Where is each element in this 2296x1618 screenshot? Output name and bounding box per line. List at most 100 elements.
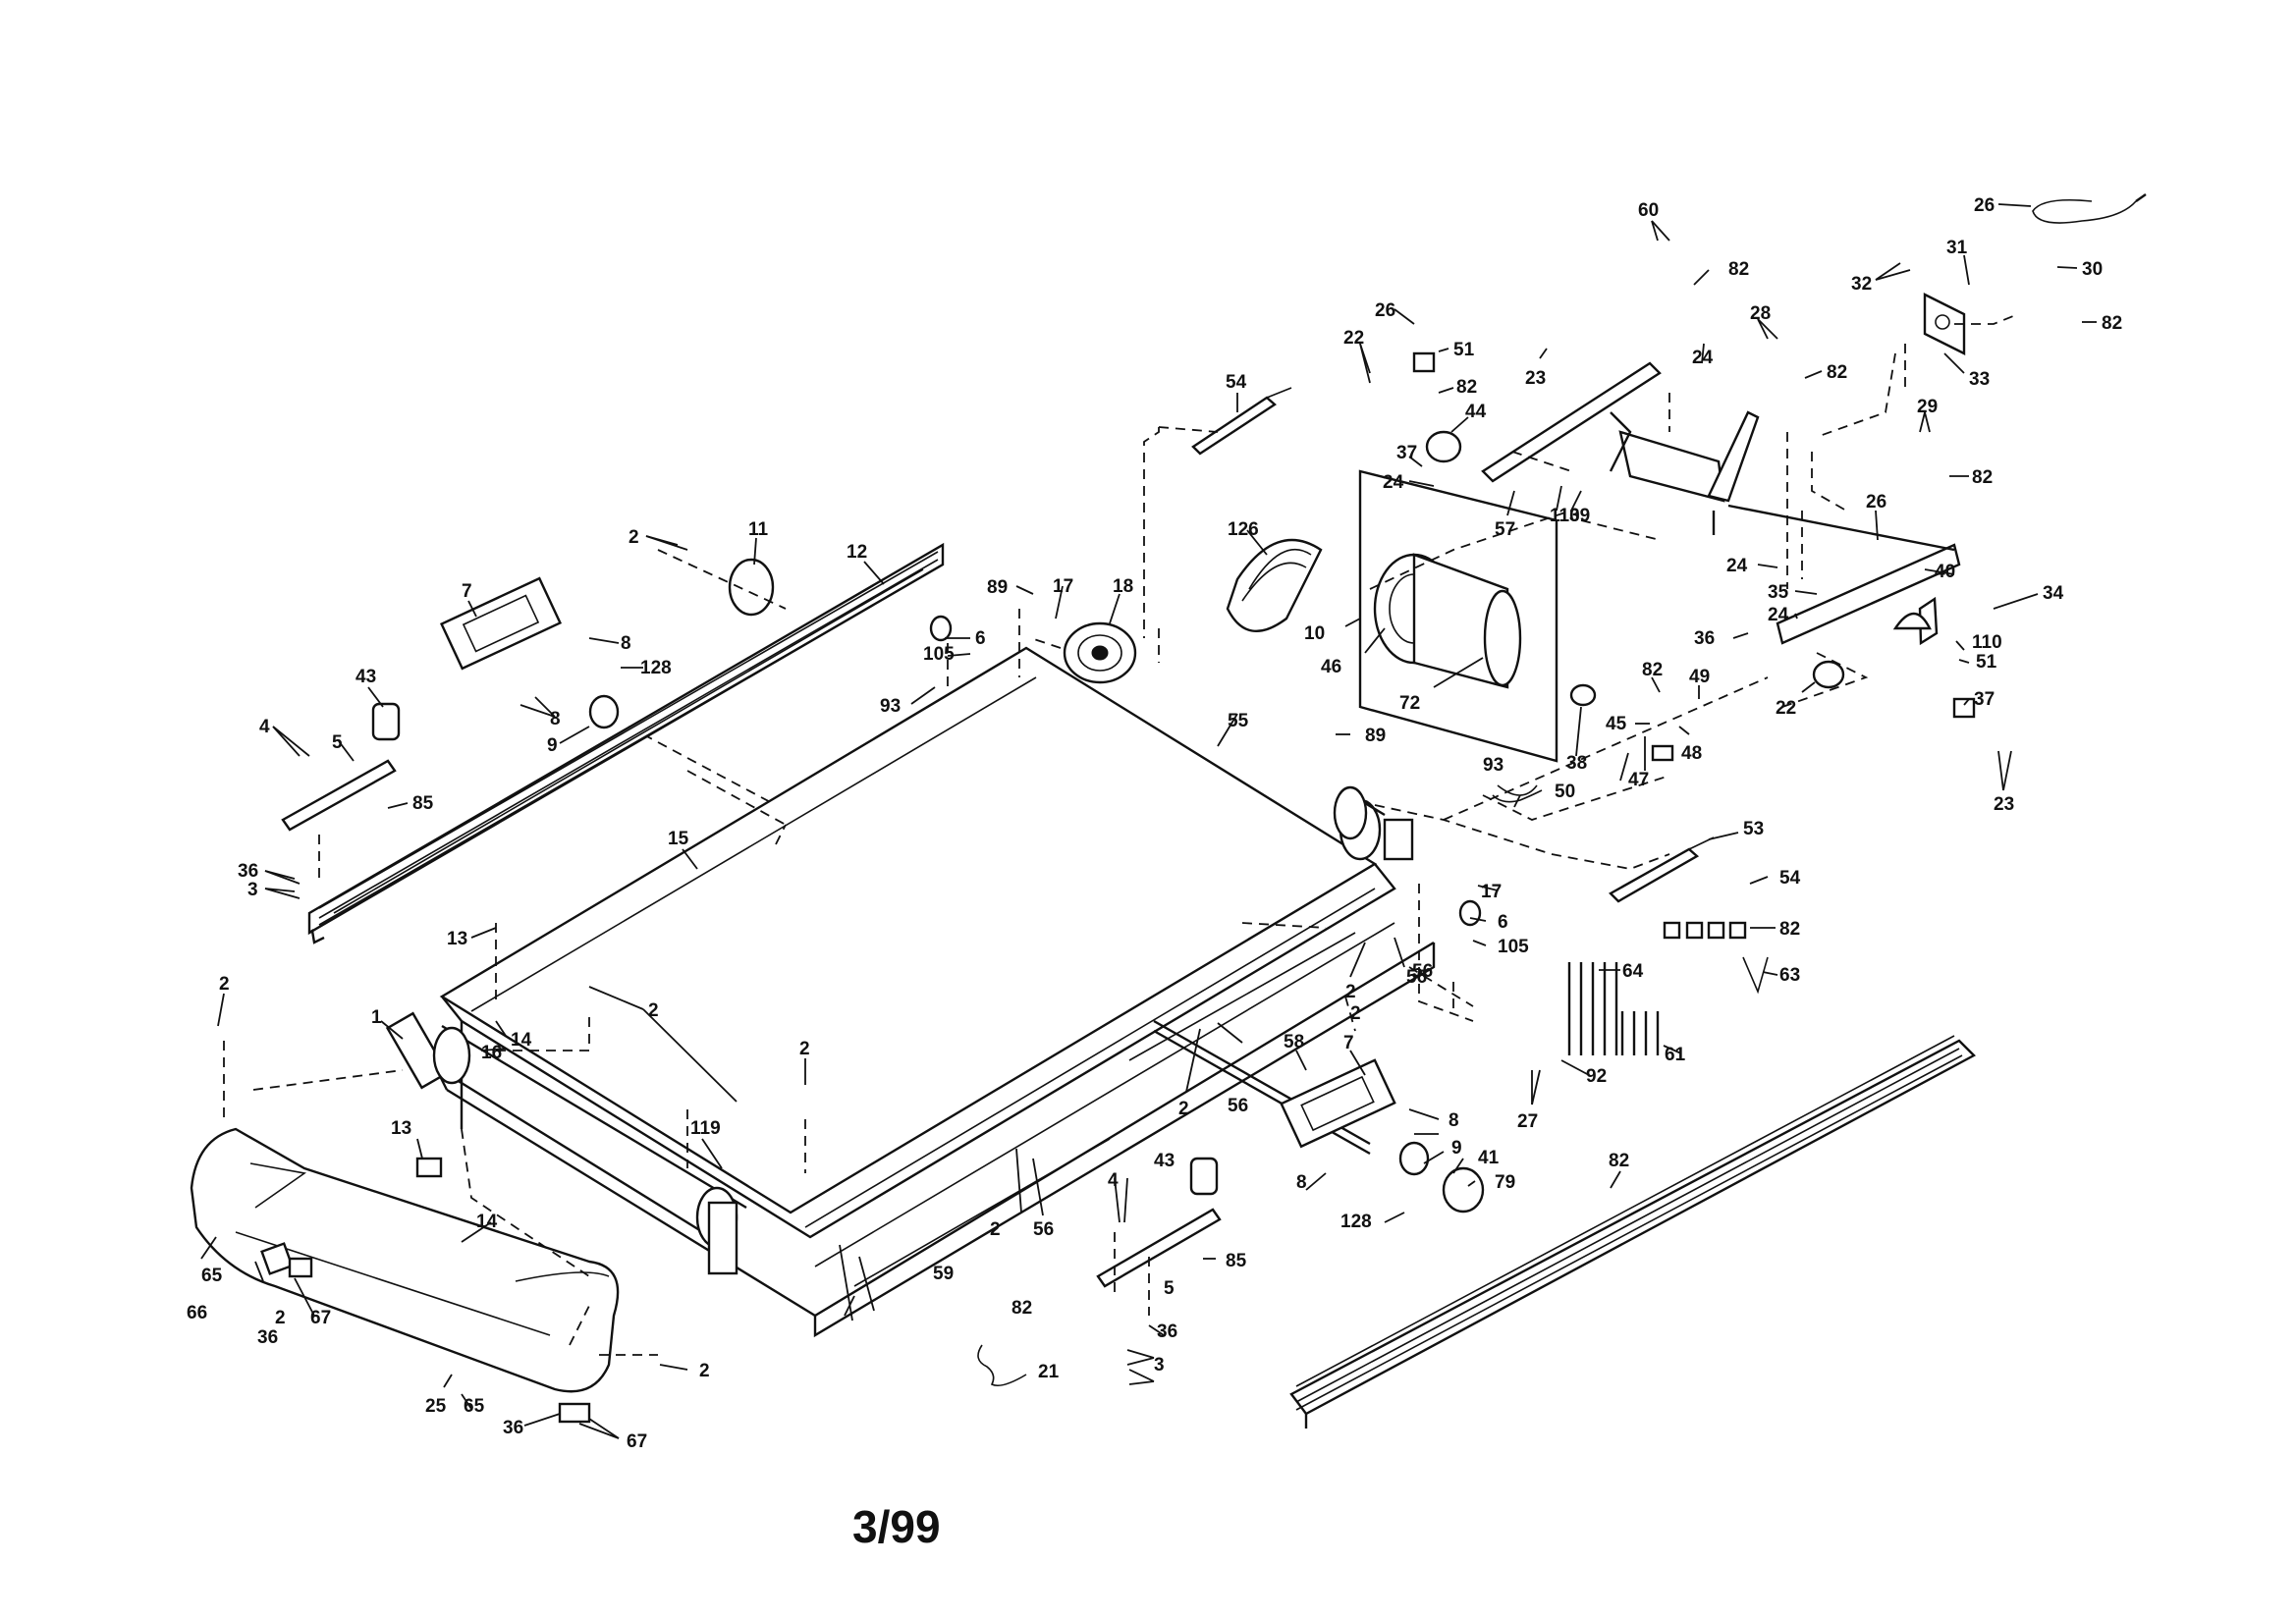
callout-104: 31 xyxy=(1946,238,1968,258)
callout-56: 82 xyxy=(1011,1298,1032,1319)
callout-115: 35 xyxy=(1768,582,1789,603)
callout-89: 26 xyxy=(1375,300,1395,321)
callout-74: 17 xyxy=(1481,882,1502,902)
callout-86: 82 xyxy=(1609,1151,1629,1171)
callout-80: 82 xyxy=(1779,919,1800,940)
callout-81: 63 xyxy=(1779,965,1800,986)
power-cord-31 xyxy=(2032,193,2147,224)
callout-40: 105 xyxy=(923,644,955,665)
callout-126: 48 xyxy=(1681,743,1702,764)
callout-64: 58 xyxy=(1284,1032,1304,1052)
callout-53: 59 xyxy=(933,1264,954,1284)
callout-21: 2 xyxy=(799,1039,810,1059)
callout-3: 12 xyxy=(847,542,867,563)
callout-48: 89 xyxy=(1365,726,1386,746)
cylinder-54-lower xyxy=(1609,836,1715,903)
callout-121: 37 xyxy=(1974,689,1995,710)
callout-38: 18 xyxy=(1113,576,1133,597)
callout-20: 14 xyxy=(511,1030,532,1051)
callout-46: 72 xyxy=(1399,693,1420,714)
callout-1: 2 xyxy=(629,527,639,548)
callout-29: 67 xyxy=(310,1308,331,1328)
small-parts xyxy=(288,351,1976,1424)
callout-11: 5 xyxy=(332,732,343,753)
callout-10: 4 xyxy=(259,717,270,737)
incline-bracket-29 xyxy=(1923,293,1966,355)
callout-78: 53 xyxy=(1743,819,1764,839)
callout-94: 24 xyxy=(1692,348,1714,368)
callout-50: 56 xyxy=(1406,967,1427,988)
callout-17: 2 xyxy=(648,1000,659,1021)
callout-61: 5 xyxy=(1164,1278,1175,1299)
callout-47: 55 xyxy=(1228,711,1249,731)
callout-41: 93 xyxy=(880,696,901,717)
wire-harnesses xyxy=(977,789,1543,1387)
callout-4: 7 xyxy=(462,581,472,602)
bolt-bundle xyxy=(1567,962,1660,1055)
date-code: 3/99 xyxy=(852,1501,941,1552)
callout-100: 39 xyxy=(1569,506,1590,526)
callout-72: 2 xyxy=(1350,1003,1361,1024)
callout-69: 79 xyxy=(1495,1172,1515,1193)
callout-97: 24 xyxy=(1383,472,1404,493)
callout-66: 8 xyxy=(1449,1110,1459,1131)
callout-73: 56 xyxy=(1412,961,1433,982)
callout-106: 32 xyxy=(1851,274,1872,295)
callout-37: 17 xyxy=(1053,576,1073,597)
callout-91: 22 xyxy=(1343,328,1364,349)
callout-128: 50 xyxy=(1555,782,1575,802)
callout-111: 26 xyxy=(1866,492,1886,512)
callout-6: 128 xyxy=(640,658,672,678)
callout-44: 10 xyxy=(1304,623,1325,644)
callout-87: 60 xyxy=(1638,200,1659,221)
callout-77: 93 xyxy=(1483,755,1503,776)
callout-58: 43 xyxy=(1154,1151,1175,1171)
upright-frame-34 xyxy=(1776,543,1961,646)
callout-leaders xyxy=(200,203,2097,1439)
callout-63: 3 xyxy=(1154,1355,1165,1375)
callout-60: 85 xyxy=(1226,1251,1247,1271)
callout-2: 11 xyxy=(748,519,769,540)
callout-123: 82 xyxy=(1642,660,1663,680)
callout-22: 13 xyxy=(391,1118,411,1139)
callout-67: 9 xyxy=(1451,1138,1462,1159)
callout-114: 34 xyxy=(2043,583,2064,604)
callout-5: 8 xyxy=(621,633,631,654)
treadmill-deck-frame xyxy=(430,646,1436,1338)
callout-85: 27 xyxy=(1517,1111,1538,1132)
callout-18: 1 xyxy=(371,1007,382,1028)
callout-34: 2 xyxy=(699,1361,710,1381)
callout-labels: 2 11 12 7 8 128 8 9 43 4 5 85 36 3 15 13… xyxy=(187,195,2122,1452)
callout-28: 2 xyxy=(275,1308,286,1328)
callout-51: 2 xyxy=(1178,1099,1189,1119)
bracket-5-left xyxy=(281,759,397,832)
callout-52: 56 xyxy=(1228,1096,1248,1116)
rear-crossbar xyxy=(1481,361,1955,552)
callout-12: 85 xyxy=(412,793,434,814)
callout-19: 16 xyxy=(481,1043,502,1063)
callout-54: 2 xyxy=(990,1219,1001,1240)
callout-125: 45 xyxy=(1606,714,1627,734)
callout-110: 82 xyxy=(1972,467,1993,488)
callout-90: 51 xyxy=(1453,340,1475,360)
callout-32: 36 xyxy=(503,1418,523,1438)
bracket-5-right xyxy=(1096,1208,1222,1288)
callout-103: 26 xyxy=(1974,195,1995,216)
callout-88: 82 xyxy=(1728,259,1749,280)
callout-83: 61 xyxy=(1665,1045,1686,1065)
callout-108: 33 xyxy=(1969,369,1990,390)
callout-98: 57 xyxy=(1495,519,1515,540)
callout-15: 15 xyxy=(668,829,689,849)
assembly-guide-lines xyxy=(223,313,2019,1356)
callout-16: 13 xyxy=(447,929,467,949)
front-hood-66 xyxy=(190,1127,620,1393)
callout-7: 8 xyxy=(550,709,561,729)
callout-107: 82 xyxy=(2102,313,2122,334)
callout-122: 23 xyxy=(1994,794,2014,815)
callout-9: 43 xyxy=(355,667,376,687)
callout-42: 54 xyxy=(1226,372,1247,393)
callout-124: 49 xyxy=(1689,667,1710,687)
callout-24: 14 xyxy=(476,1212,498,1232)
callout-117: 36 xyxy=(1694,628,1715,649)
